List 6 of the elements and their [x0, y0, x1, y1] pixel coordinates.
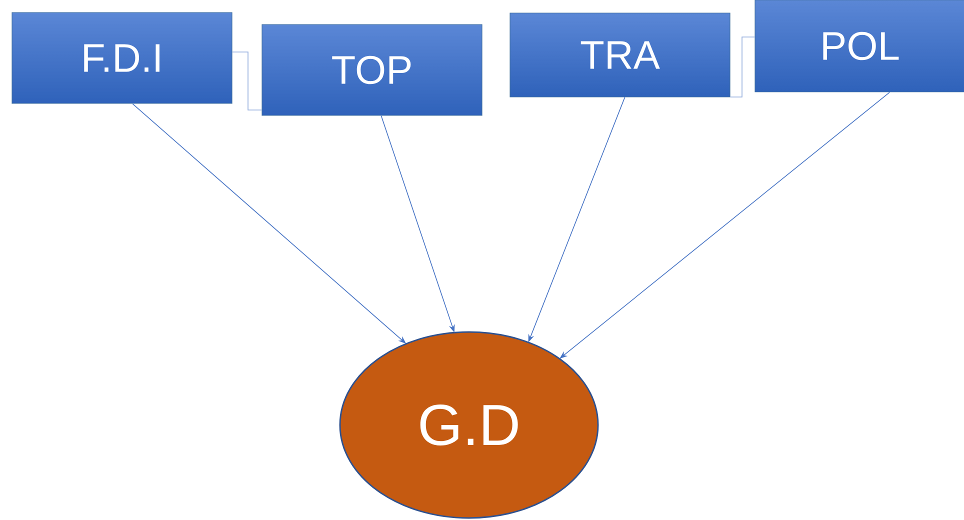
label-box: TRA — [510, 12, 730, 98]
label-box: POL — [754, 0, 964, 92]
label-box: TOP — [262, 24, 482, 116]
connector-line — [730, 36, 756, 98]
connector-line — [232, 52, 262, 110]
label-box: F.D.I — [12, 12, 232, 104]
